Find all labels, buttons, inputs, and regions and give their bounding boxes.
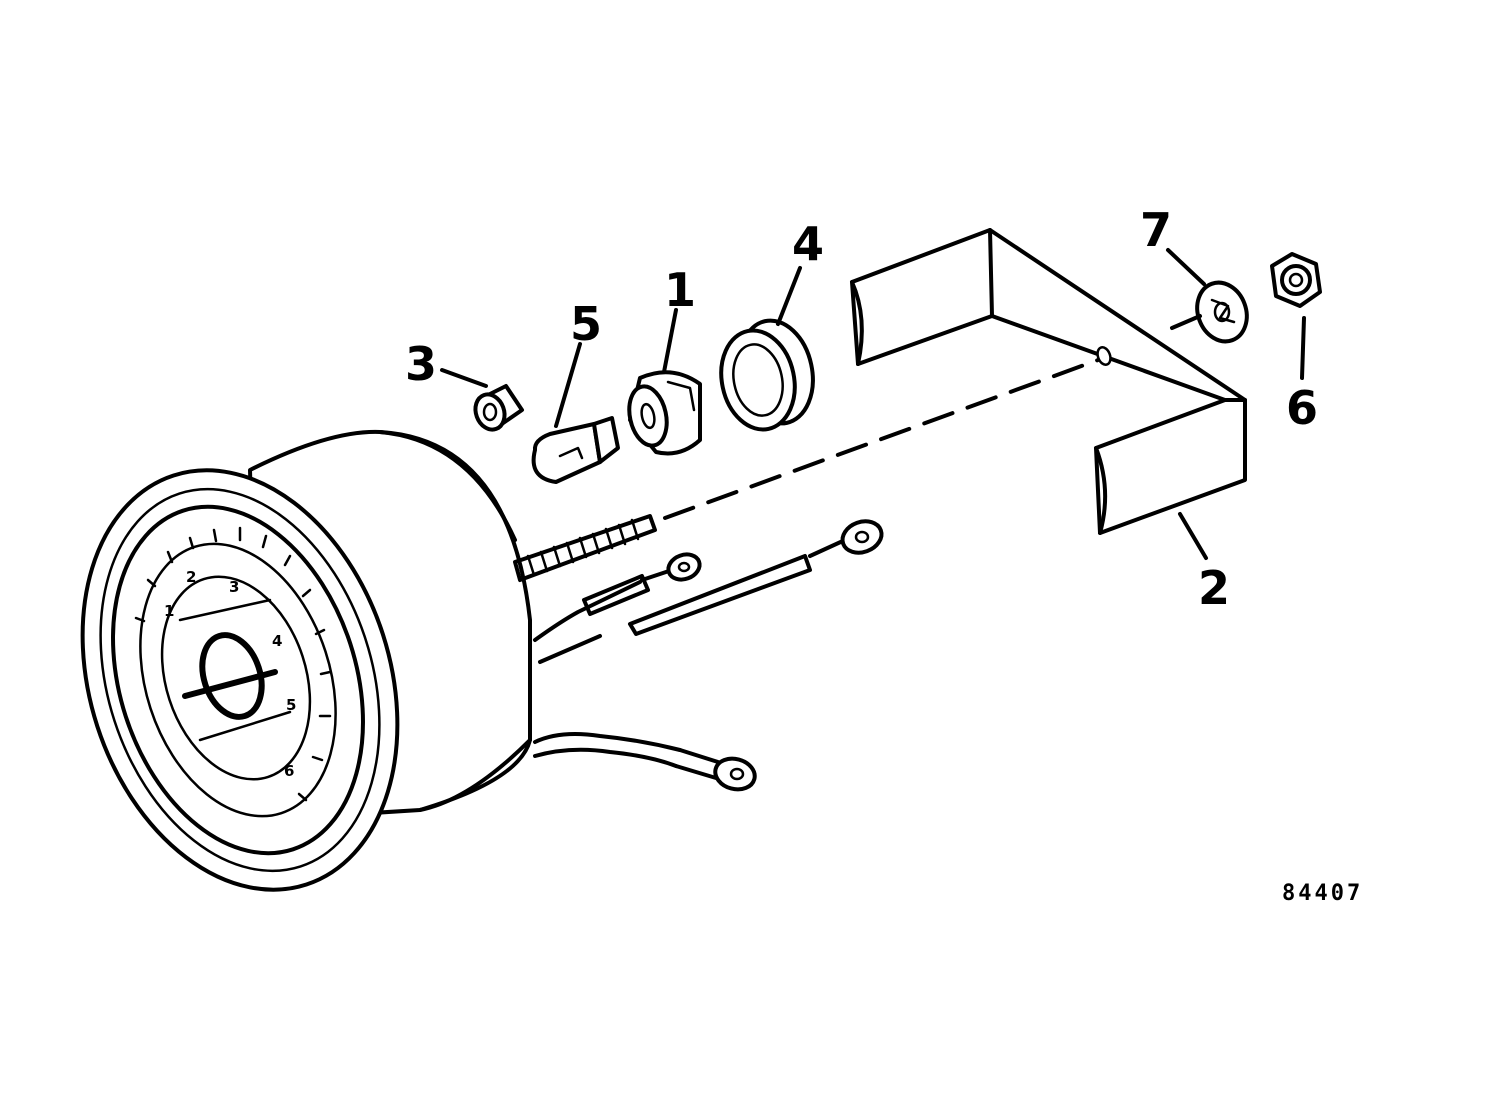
callout-labels: 3 5 1 4 7 6 2 xyxy=(405,203,1318,615)
part-3-bushing xyxy=(473,384,524,432)
gauge-face: 1 2 3 4 5 6 xyxy=(80,468,400,892)
dial-number-6: 6 xyxy=(284,762,294,780)
threaded-stud xyxy=(513,514,657,582)
assembly-centerline xyxy=(663,358,1100,520)
part-7-lockwasher xyxy=(1195,280,1249,344)
dial-number-5: 5 xyxy=(286,696,296,714)
stud-threads xyxy=(526,518,640,577)
part-5-bulb xyxy=(531,416,620,484)
callout-6: 6 xyxy=(1286,381,1318,435)
figure-number: 84407 xyxy=(1282,881,1363,906)
gauge-wires xyxy=(533,519,884,792)
dial-ticks xyxy=(134,526,332,802)
callout-2: 2 xyxy=(1198,561,1230,615)
part-1-socket xyxy=(627,370,702,456)
callout-1: 1 xyxy=(664,263,696,317)
leader-lines xyxy=(440,248,1306,560)
callout-3: 3 xyxy=(405,337,437,391)
part-4-grommet xyxy=(719,318,815,432)
dial-number-2: 2 xyxy=(186,568,196,586)
part-6-hexnut xyxy=(1270,252,1322,308)
callout-5: 5 xyxy=(570,297,602,351)
part-2-bracket xyxy=(850,228,1247,535)
dial-number-1: 1 xyxy=(164,602,174,620)
callout-4: 4 xyxy=(792,217,824,271)
dial-number-3: 3 xyxy=(229,578,239,596)
dial-number-4: 4 xyxy=(272,632,282,650)
callout-7: 7 xyxy=(1140,203,1172,257)
